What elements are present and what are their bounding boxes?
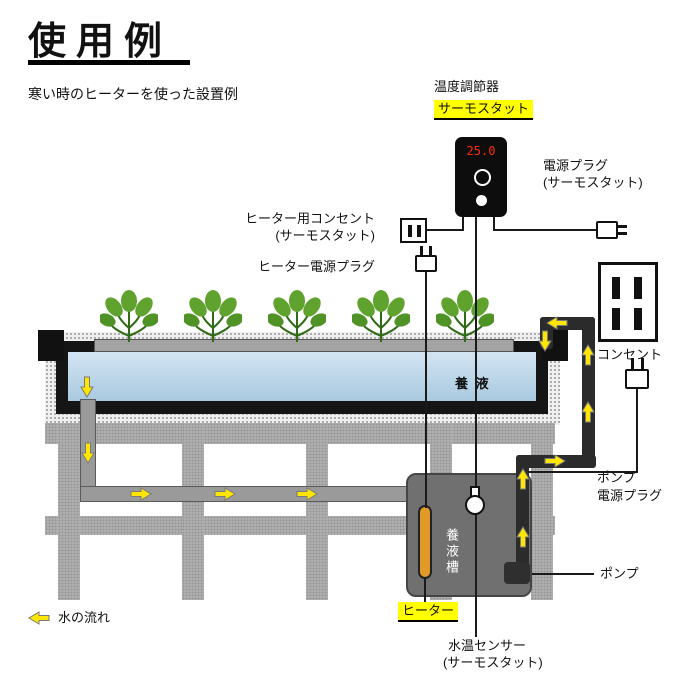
power-plug-label-2: (サーモスタット) (543, 175, 643, 190)
heater-plug-label: ヒーター電源プラグ (257, 259, 375, 274)
flow-arrow-icon (581, 344, 595, 366)
flow-arrow-icon (544, 454, 566, 468)
flow-arrow-icon (516, 526, 530, 548)
flow-arrow-icon (581, 401, 595, 423)
flow-arrow-icon (546, 316, 568, 330)
stand-leg (182, 423, 204, 600)
plug-prong-icon (641, 358, 644, 369)
heater-circuit-cable-h (427, 229, 464, 231)
plant-icon (182, 290, 244, 344)
flow-arrow-icon (80, 376, 94, 398)
flow-arrow-icon (130, 487, 152, 501)
bed-post-left (38, 330, 64, 361)
thermostat-type-label: 温度調節器 (434, 79, 500, 94)
pump-plug-label-1: ポンプ (597, 470, 636, 485)
heater-outlet-icon (400, 218, 427, 243)
heater-leader-line (424, 578, 426, 604)
pump-cord-v (636, 389, 638, 473)
heater-power-plug-icon (415, 255, 437, 272)
plug-prong-icon (618, 232, 627, 235)
stand-leg (306, 423, 328, 600)
pump-power-plug-icon (625, 369, 649, 389)
pump-cord-h (528, 471, 638, 473)
thermostat-button-icon (476, 195, 487, 206)
thermostat-power-plug-icon (596, 221, 618, 239)
legend-flow-label: 水の流れ (58, 610, 111, 625)
thermostat-device: 25.0 (455, 137, 507, 217)
power-cable-h (493, 229, 597, 231)
power-cable-v (493, 216, 495, 231)
stand-rail-top (45, 423, 555, 444)
sensor-label-2: (サーモスタット) (443, 655, 543, 670)
wall-outlet-label: コンセント (597, 347, 663, 362)
nutrient-water (68, 352, 536, 401)
plug-prong-icon (631, 358, 634, 369)
plant-icon (98, 290, 160, 344)
flow-arrow-icon (538, 330, 552, 352)
pump-leader-line (532, 573, 594, 575)
return-pipe-riser (582, 317, 595, 468)
plug-prong-icon (420, 246, 423, 256)
sensor-label-1: 水温センサー (448, 638, 527, 653)
title-underline (28, 60, 190, 65)
heater-cord (425, 272, 427, 508)
heater-label: ヒーター (398, 602, 459, 623)
thermostat-dial-icon (474, 169, 491, 186)
pump-label: ポンプ (600, 566, 639, 581)
flow-arrow-icon (28, 611, 50, 625)
flow-arrow-icon (296, 487, 318, 501)
heater-outlet-label-2: (サーモスタット) (275, 228, 375, 243)
stand-leg (58, 423, 80, 600)
flow-arrow-icon (214, 487, 236, 501)
heater-circuit-cable-v (462, 216, 464, 231)
heater-icon (418, 505, 432, 579)
thermostat-name-label: サーモスタット (434, 100, 534, 121)
thermostat-display: 25.0 (466, 144, 496, 158)
water-sensor-icon (465, 495, 485, 515)
tank-label: 養液槽 (444, 528, 459, 576)
page-title: 使用例 (28, 21, 173, 63)
plug-prong-icon (618, 225, 627, 228)
plant-icon (350, 290, 412, 344)
plug-prong-icon (429, 246, 432, 256)
pump-plug-label-2: 電源プラグ (597, 488, 663, 503)
flow-arrow-icon (81, 442, 95, 464)
plant-icon (434, 290, 496, 344)
power-plug-label-1: 電源プラグ (543, 158, 609, 173)
nutrient-label: 養 液 (455, 376, 491, 391)
plant-icon (266, 290, 328, 344)
wall-outlet-icon (598, 262, 658, 342)
page-subtitle: 寒い時のヒーターを使った設置例 (28, 86, 238, 102)
heater-outlet-label-1: ヒーター用コンセント (244, 211, 375, 226)
flow-arrow-icon (516, 468, 530, 490)
sensor-cable (475, 216, 477, 637)
pump-icon (504, 562, 530, 584)
bed-rim (94, 339, 514, 352)
